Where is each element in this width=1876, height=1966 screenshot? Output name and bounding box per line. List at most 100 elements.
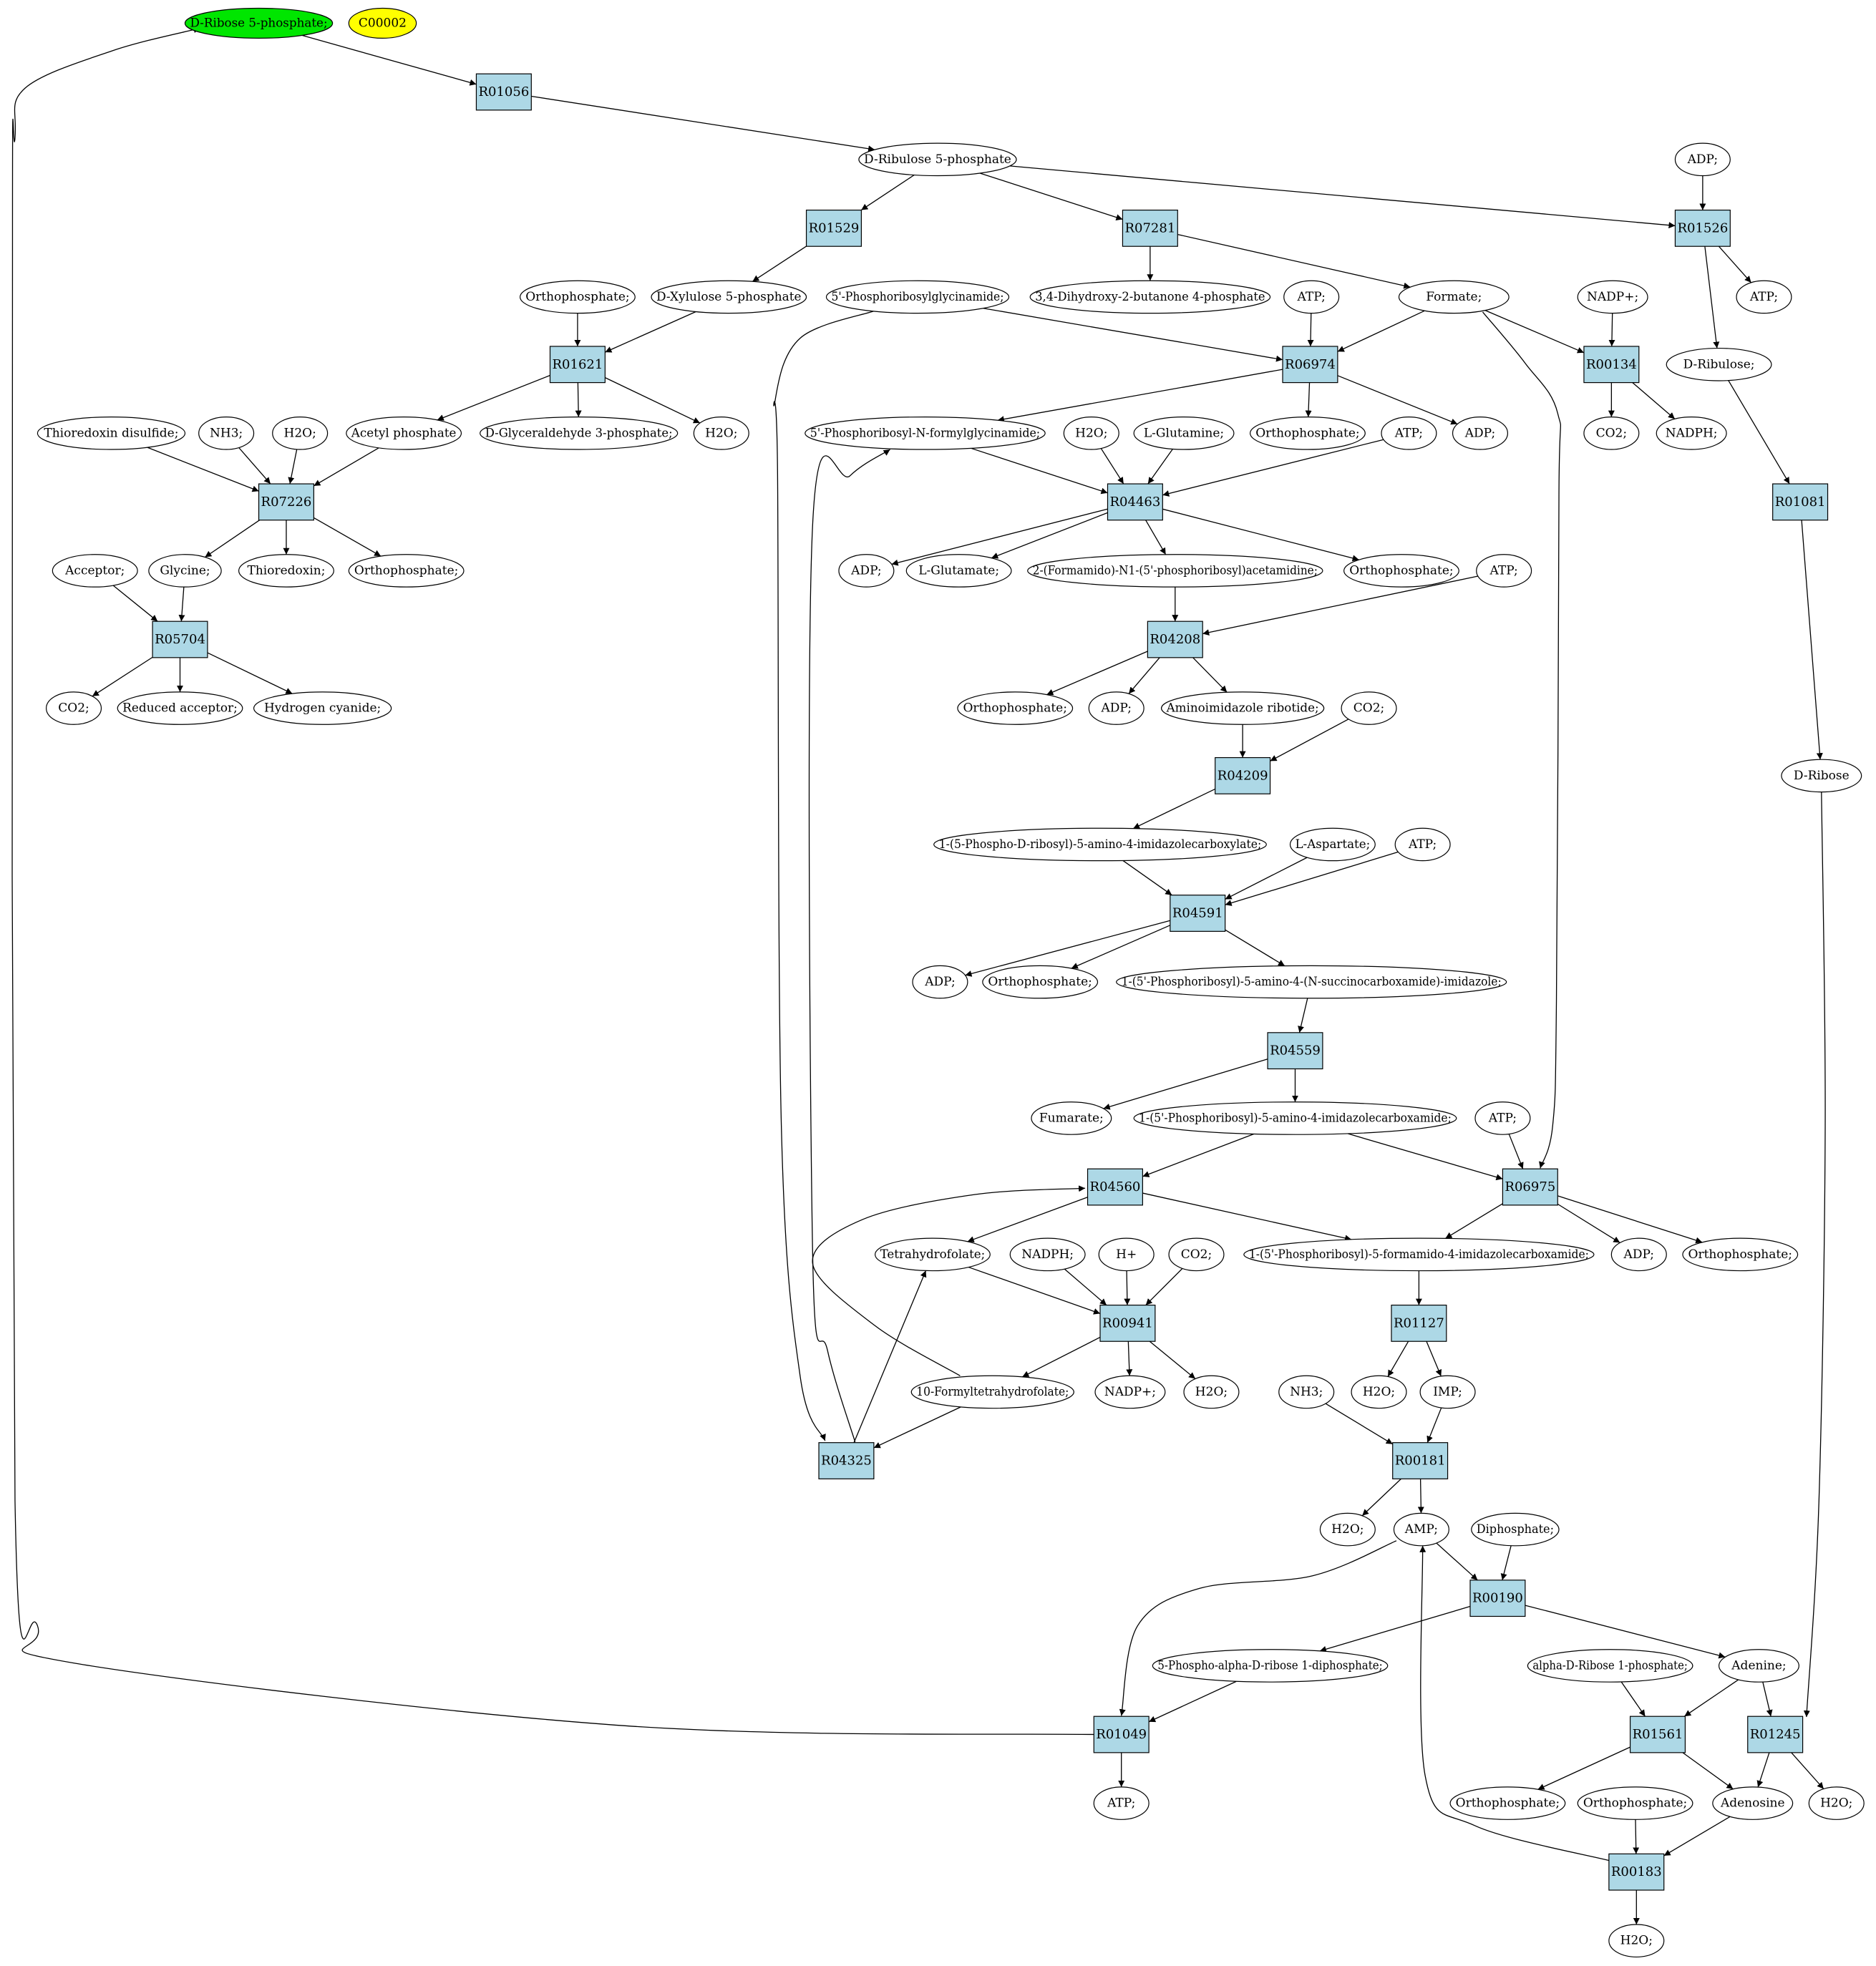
compound-node-adp_r04463[interactable]: ADP; — [838, 554, 895, 588]
reaction-node-r00183[interactable]: R00183 — [1608, 1853, 1665, 1891]
compound-node-atp_r06974[interactable]: ATP; — [1283, 280, 1340, 314]
compound-node-orthop_r07226[interactable]: Orthophosphate; — [348, 554, 465, 588]
reaction-node-r01526[interactable]: R01526 — [1674, 209, 1731, 247]
compound-node-lglutamate[interactable]: L-Glutamate; — [905, 554, 1012, 588]
compound-node-orthop_r01561[interactable]: Orthophosphate; — [1449, 1786, 1566, 1820]
compound-node-faicar[interactable]: 1-(5'-Phosphoribosyl)-5-formamido-4-imid… — [1243, 1237, 1595, 1272]
compound-node-nadph_r00941[interactable]: NADPH; — [1009, 1237, 1086, 1272]
compound-node-h2o_r00181[interactable]: H2O; — [1319, 1512, 1376, 1547]
compound-node-xylulose5p[interactable]: D-Xylulose 5-phosphate — [651, 280, 807, 314]
reaction-node-r06974[interactable]: R06974 — [1282, 346, 1338, 384]
compound-node-c00002[interactable]: C00002 — [348, 7, 417, 39]
reaction-node-r04325[interactable]: R04325 — [818, 1442, 875, 1479]
reaction-node-r00941[interactable]: R00941 — [1099, 1304, 1156, 1342]
reaction-node-r04559[interactable]: R04559 — [1267, 1032, 1323, 1070]
compound-node-amp[interactable]: AMP; — [1393, 1512, 1449, 1547]
compound-node-atp_r01526[interactable]: ATP; — [1736, 280, 1792, 314]
reaction-node-r07281[interactable]: R07281 — [1122, 209, 1178, 247]
compound-node-fgam[interactable]: 2-(Formamido)-N1-(5'-phosphoribosyl)acet… — [1027, 554, 1323, 588]
compound-node-orthop_r04208[interactable]: Orthophosphate; — [957, 691, 1074, 725]
compound-node-formylthf[interactable]: 10-Formyltetrahydrofolate; — [910, 1375, 1074, 1409]
reaction-node-r07226[interactable]: R07226 — [258, 483, 314, 521]
compound-node-ribulose5p[interactable]: D-Ribulose 5-phosphate — [858, 142, 1017, 177]
compound-node-adp_r06974[interactable]: ADP; — [1452, 417, 1508, 450]
compound-node-orthop_r04591[interactable]: Orthophosphate; — [982, 965, 1099, 999]
compound-node-ribose5p[interactable]: D-Ribose 5-phosphate; — [184, 7, 334, 39]
compound-node-co2_r00134[interactable]: CO2; — [1583, 417, 1640, 450]
reaction-node-r00134[interactable]: R00134 — [1583, 346, 1640, 384]
compound-node-imp[interactable]: IMP; — [1419, 1375, 1476, 1409]
compound-node-thioredoxin_disulfide[interactable]: Thioredoxin disulfide; — [37, 417, 186, 450]
compound-node-orthop_r06975[interactable]: Orthophosphate; — [1682, 1237, 1799, 1272]
compound-node-thf[interactable]: Tetrahydrofolate; — [875, 1237, 991, 1272]
compound-node-atp_r06975[interactable]: ATP; — [1474, 1101, 1531, 1135]
compound-node-aicar[interactable]: 1-(5'-Phosphoribosyl)-5-amino-4-imidazol… — [1133, 1101, 1457, 1135]
compound-node-orthop_r00183[interactable]: Orthophosphate; — [1577, 1786, 1693, 1820]
compound-node-acetylp[interactable]: Acetyl phosphate — [346, 417, 462, 450]
compound-node-reduced_acceptor[interactable]: Reduced acceptor; — [117, 691, 243, 725]
compound-node-h2o_r04463[interactable]: H2O; — [1063, 417, 1119, 450]
compound-node-formate[interactable]: Formate; — [1398, 280, 1510, 314]
compound-node-co2_r00941[interactable]: CO2; — [1168, 1237, 1225, 1272]
reaction-node-r04208[interactable]: R04208 — [1147, 621, 1203, 658]
compound-node-h2o_r01621[interactable]: H2O; — [693, 417, 749, 450]
compound-node-nh3_r00181[interactable]: NH3; — [1278, 1375, 1335, 1409]
compound-node-h2o_r07226[interactable]: H2O; — [272, 417, 329, 450]
reaction-node-r01561[interactable]: R01561 — [1629, 1716, 1686, 1753]
compound-node-nadpplus_r00134[interactable]: NADP+; — [1577, 280, 1648, 314]
reaction-node-r01529[interactable]: R01529 — [805, 209, 862, 247]
compound-node-diphosphate[interactable]: Diphosphate; — [1471, 1512, 1560, 1547]
reaction-node-r01245[interactable]: R01245 — [1747, 1716, 1804, 1753]
compound-node-fgar[interactable]: 5'-Phosphoribosyl-N-formylglycinamide; — [805, 417, 1046, 450]
compound-node-gap[interactable]: D-Glyceraldehyde 3-phosphate; — [480, 417, 679, 450]
compound-node-orthop_r01621[interactable]: Orthophosphate; — [519, 280, 636, 314]
compound-node-glycine[interactable]: Glycine; — [148, 554, 222, 588]
reaction-node-r04560[interactable]: R04560 — [1087, 1168, 1143, 1206]
compound-node-co2_r04209[interactable]: CO2; — [1341, 691, 1397, 725]
reaction-node-r00181[interactable]: R00181 — [1392, 1442, 1449, 1479]
compound-node-orthop_r06974[interactable]: Orthophosphate; — [1249, 417, 1366, 450]
compound-node-h2o_r00941[interactable]: H2O; — [1183, 1375, 1240, 1409]
reaction-node-r04463[interactable]: R04463 — [1107, 483, 1163, 521]
reaction-node-r01081[interactable]: R01081 — [1772, 483, 1829, 521]
reaction-node-r01621[interactable]: R01621 — [549, 346, 606, 384]
compound-node-prpp[interactable]: 5-Phospho-alpha-D-ribose 1-diphosphate; — [1152, 1649, 1389, 1683]
reaction-node-r01049[interactable]: R01049 — [1093, 1716, 1150, 1753]
compound-node-dhbp[interactable]: 3,4-Dihydroxy-2-butanone 4-phosphate — [1029, 280, 1271, 314]
reaction-node-r06975[interactable]: R06975 — [1502, 1168, 1558, 1206]
compound-node-atp_r04591[interactable]: ATP; — [1394, 827, 1451, 862]
compound-node-ribose1p[interactable]: alpha-D-Ribose 1-phosphate; — [1527, 1649, 1693, 1683]
compound-node-nh3_r07226[interactable]: NH3; — [198, 417, 255, 450]
compound-node-hplus[interactable]: H+ — [1098, 1237, 1155, 1272]
compound-node-orthop_r04463[interactable]: Orthophosphate; — [1343, 554, 1459, 588]
compound-node-fumarate[interactable]: Fumarate; — [1031, 1101, 1112, 1135]
compound-node-atp_r04208[interactable]: ATP; — [1476, 554, 1532, 588]
compound-node-acceptor[interactable]: Acceptor; — [52, 554, 138, 588]
reaction-node-r01056[interactable]: R01056 — [475, 73, 532, 111]
compound-node-dribose[interactable]: D-Ribose — [1781, 759, 1862, 793]
compound-node-adenine[interactable]: Adenine; — [1718, 1649, 1799, 1683]
reaction-node-r01127[interactable]: R01127 — [1391, 1304, 1447, 1342]
compound-node-atp_r01049[interactable]: ATP; — [1093, 1786, 1150, 1820]
compound-node-h2o_r01245[interactable]: H2O; — [1808, 1786, 1865, 1820]
compound-node-gar[interactable]: 5'-Phosphoribosylglycinamide; — [825, 280, 1010, 314]
reaction-node-r00190[interactable]: R00190 — [1469, 1580, 1526, 1617]
compound-node-air[interactable]: Aminoimidazole ribotide; — [1160, 691, 1325, 725]
compound-node-dribulose[interactable]: D-Ribulose; — [1666, 347, 1772, 381]
compound-node-saicar[interactable]: 1-(5'-Phosphoribosyl)-5-amino-4-(N-succi… — [1116, 965, 1507, 999]
compound-node-lglutamine[interactable]: L-Glutamine; — [1133, 417, 1235, 450]
reaction-node-r04591[interactable]: R04591 — [1170, 895, 1226, 932]
compound-node-nadpplus_r00941[interactable]: NADP+; — [1094, 1375, 1166, 1409]
compound-node-nadph_r00134[interactable]: NADPH; — [1656, 417, 1727, 450]
compound-node-atp_r04463[interactable]: ATP; — [1381, 417, 1437, 450]
compound-node-hcn[interactable]: Hydrogen cyanide; — [253, 691, 392, 725]
compound-node-adp_r06975[interactable]: ADP; — [1610, 1237, 1667, 1272]
compound-node-adp_r04591[interactable]: ADP; — [912, 965, 968, 999]
compound-node-co2_r05704[interactable]: CO2; — [46, 691, 102, 725]
reaction-node-r05704[interactable]: R05704 — [152, 621, 208, 658]
compound-node-cair[interactable]: 1-(5-Phospho-D-ribosyl)-5-amino-4-imidaz… — [933, 827, 1267, 862]
compound-node-adenosine[interactable]: Adenosine — [1712, 1786, 1794, 1820]
compound-node-thioredoxin[interactable]: Thioredoxin; — [238, 554, 334, 588]
compound-node-h2o_r00183[interactable]: H2O; — [1608, 1924, 1665, 1958]
compound-node-h2o_r01127[interactable]: H2O; — [1351, 1375, 1407, 1409]
